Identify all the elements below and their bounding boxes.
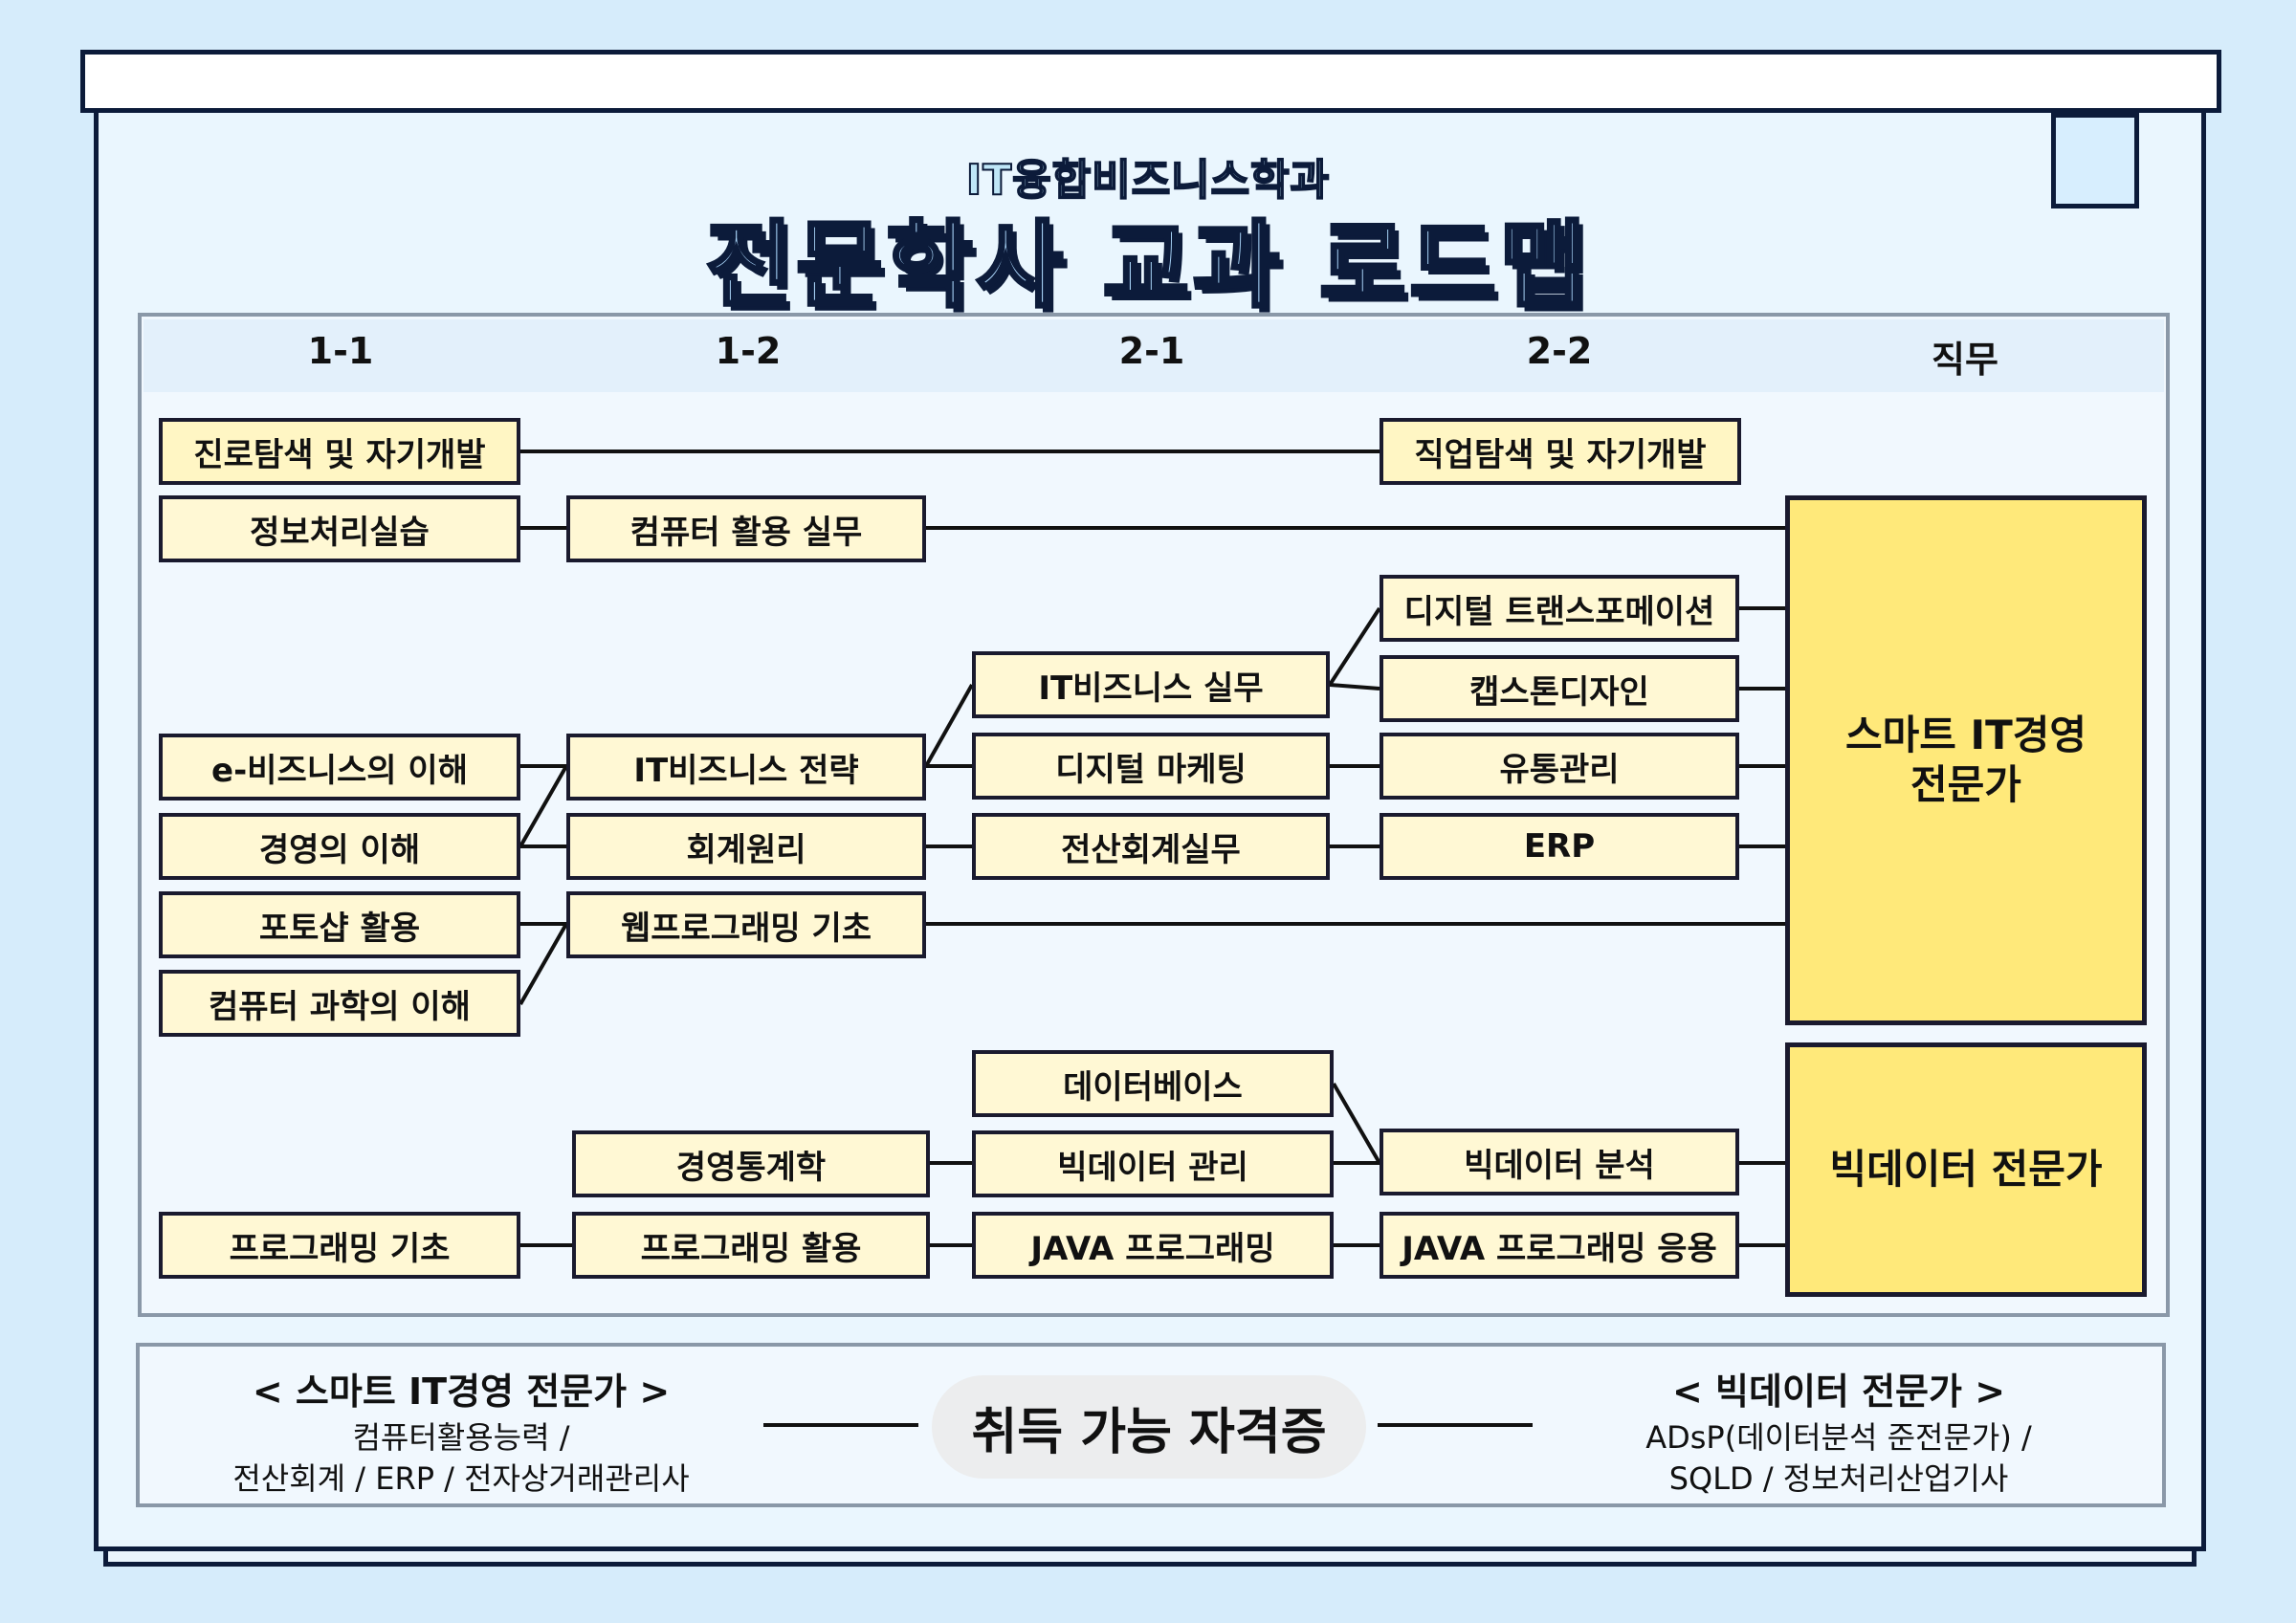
job-smart-it-line1: 스마트 IT경영 (1844, 711, 2087, 758)
course-it-business-strategy: IT비즈니스 전략 (566, 734, 926, 801)
course-computerized-accounting: 전산회계실무 (972, 813, 1330, 880)
course-erp: ERP (1380, 813, 1739, 880)
board-top-bar (80, 50, 2221, 113)
cert-bigdata-list: ADsP(데이터분석 준전문가) / SQLD / 정보처리산업기사 (1533, 1417, 2145, 1500)
page-title: 전문학사 교과 로드맵 (704, 209, 1590, 322)
course-photoshop: 포토샵 활용 (159, 891, 520, 958)
column-header-2-2: 2-2 (1526, 330, 1593, 372)
course-bigdata-analysis: 빅데이터 분석 (1380, 1129, 1739, 1195)
course-capstone-design: 캡스톤디자인 (1380, 655, 1739, 722)
job-bigdata-expert: 빅데이터 전문가 (1785, 1042, 2147, 1297)
column-header-job: 직무 (1932, 339, 1998, 381)
department-subtitle: IT융합비즈니스학과 (965, 155, 1331, 206)
cert-smart-it-list: 컴퓨터활용능력 / 전산회계 / ERP / 전자상거래관리사 (157, 1417, 765, 1500)
course-digital-marketing: 디지털 마케팅 (972, 733, 1330, 800)
course-programming-basics: 프로그래밍 기초 (159, 1212, 520, 1279)
column-header-1-1: 1-1 (307, 330, 374, 372)
column-header-1-2: 1-2 (715, 330, 782, 372)
connector (519, 923, 568, 1005)
job-smart-it-management-expert: 스마트 IT경영 전문가 (1785, 495, 2147, 1025)
course-java-programming: JAVA 프로그래밍 (972, 1212, 1334, 1279)
column-header-band (144, 319, 2164, 392)
certificates-label: 취득 가능 자격증 (932, 1375, 1366, 1479)
cert-bigdata-heading: < 빅데이터 전문가 > (1671, 1371, 2006, 1413)
connector (1329, 683, 1380, 691)
board-tab-decoration (2051, 113, 2139, 208)
course-it-business-practical: IT비즈니스 실무 (972, 651, 1330, 718)
connector (1328, 606, 1381, 687)
course-career-exploration-1-1: 진로탐색 및 자기개발 (159, 418, 520, 485)
course-management: 경영의 이해 (159, 813, 520, 880)
course-database: 데이터베이스 (972, 1050, 1334, 1117)
job-smart-it-line2: 전문가 (1910, 761, 2021, 808)
course-bigdata-management: 빅데이터 관리 (972, 1130, 1334, 1197)
course-web-programming-basics: 웹프로그래밍 기초 (566, 891, 926, 958)
connector (519, 765, 568, 847)
course-ebusiness: e-비즈니스의 이해 (159, 734, 520, 801)
course-distribution-management: 유통관리 (1380, 733, 1739, 800)
course-programming-application: 프로그래밍 활용 (572, 1212, 930, 1279)
cert-smart-it-heading: < 스마트 IT경영 전문가 > (252, 1371, 671, 1413)
course-digital-transformation: 디지털 트랜스포메이션 (1380, 575, 1739, 642)
course-java-programming-application: JAVA 프로그래밍 응용 (1380, 1212, 1739, 1279)
course-career-exploration-2-2: 직업탐색 및 자기개발 (1380, 418, 1741, 485)
course-business-statistics: 경영통계학 (572, 1130, 930, 1197)
cert-smart-it-line2: 전산회계 / ERP / 전자상거래관리사 (232, 1460, 690, 1498)
cert-smart-it-line1: 컴퓨터활용능력 / (352, 1419, 570, 1456)
connector (1332, 1082, 1381, 1165)
course-computer-science: 컴퓨터 과학의 이해 (159, 970, 520, 1037)
cert-bigdata-line2: SQLD / 정보처리산업기사 (1668, 1460, 2009, 1498)
course-computer-practical: 컴퓨터 활용 실무 (566, 495, 926, 562)
course-info-processing-practice: 정보처리실습 (159, 495, 520, 562)
connector (924, 684, 974, 767)
course-accounting-principles: 회계원리 (566, 813, 926, 880)
cert-bigdata-line1: ADsP(데이터분석 준전문가) / (1645, 1419, 2032, 1456)
column-header-2-1: 2-1 (1118, 330, 1185, 372)
